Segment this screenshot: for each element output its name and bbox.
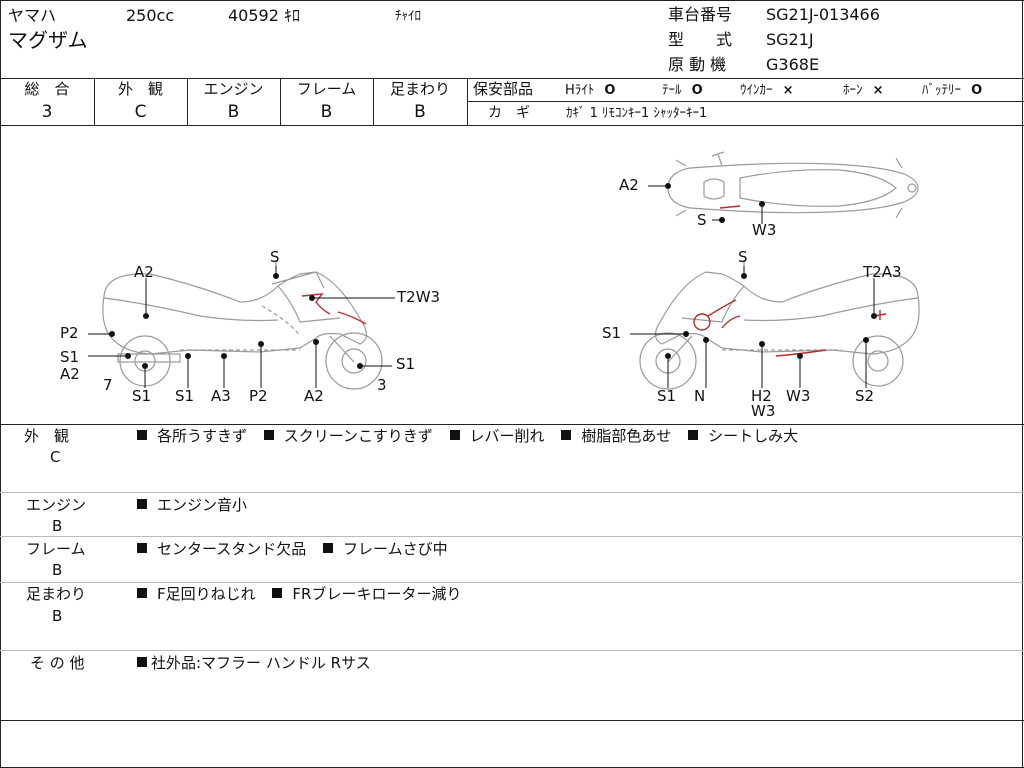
label-7: 7 <box>103 376 113 394</box>
label-a2: A2 <box>134 263 154 281</box>
keys-label: カ ギ <box>488 105 530 121</box>
damage-mark-red <box>301 293 367 325</box>
grade-suspension-label: 足まわり <box>389 80 450 98</box>
grade-exterior-value: C <box>134 102 147 122</box>
safety-item-label: ﾃｰﾙ <box>662 83 682 98</box>
remark-items-exterior: 各所うすきず スクリーンこすりきず レバー削れ 樹脂部色あせ シートしみ大 <box>137 429 810 444</box>
label-p2: P2 <box>249 387 268 405</box>
safety-item-label: ﾊﾞｯﾃﾘｰ <box>922 83 961 98</box>
label-t2w3: T2W3 <box>397 288 441 306</box>
label-s1: S1 <box>396 355 416 373</box>
label-p2: P2 <box>60 324 79 342</box>
remark-item: センタースタンド欠品 <box>137 540 306 558</box>
grade-total-label: 総 合 <box>24 80 70 98</box>
remark-item: スクリーンこすりきず <box>263 427 433 445</box>
damage-diagram <box>88 151 920 390</box>
safety-item-mark: O <box>971 83 983 98</box>
label-s1: S1 <box>60 348 80 366</box>
maker: ヤマハ <box>8 6 57 25</box>
remark-grade-exterior: C <box>50 448 61 466</box>
damage-mark-red <box>719 205 741 209</box>
safety-item-tail: ﾃｰﾙ O <box>662 84 703 97</box>
safety-item-mark: O <box>604 83 616 98</box>
displacement: 250cc <box>126 6 175 25</box>
safety-item-headlight: Hﾗｲﾄ O <box>565 84 615 97</box>
remark-item: 樹脂部色あせ <box>561 427 671 445</box>
label-s1: S1 <box>657 387 677 405</box>
model-code: SG21J <box>766 30 814 49</box>
remark-item: フレームさび中 <box>323 540 448 558</box>
safety-item-label: ﾎｰﾝ <box>843 83 863 98</box>
label-h2: H2 <box>751 387 772 405</box>
grade-engine-value: B <box>227 102 240 122</box>
remark-grade-engine: B <box>52 517 63 535</box>
remark-label-frame: フレーム <box>26 540 86 558</box>
label-s: S <box>738 248 748 266</box>
label-3: 3 <box>377 376 387 394</box>
color: ﾁｬｲﾛ <box>395 9 421 24</box>
scooter-top-view-icon <box>667 151 919 219</box>
label-w3: W3 <box>786 387 811 405</box>
safety-item-label: ｳｲﾝｶｰ <box>740 83 773 98</box>
safety-item-winker: ｳｲﾝｶｰ × <box>740 84 794 97</box>
label-s1: S1 <box>602 324 622 342</box>
remark-label-engine: エンジン <box>26 496 87 514</box>
remark-item: 社外品:マフラー ハンドル Rサス <box>137 654 371 672</box>
damage-mark-red <box>693 299 887 357</box>
remark-items-suspension: F足回りねじれ FRブレーキローター減り <box>137 587 473 602</box>
remark-item: 各所うすきず <box>137 427 247 445</box>
remark-label-exterior: 外 観 <box>24 427 70 445</box>
grade-frame-label: フレーム <box>296 80 357 98</box>
safety-label: 保安部品 <box>473 80 534 98</box>
safety-item-battery: ﾊﾞｯﾃﾘｰ O <box>922 84 982 97</box>
remark-items-frame: センタースタンド欠品 フレームさび中 <box>137 542 460 557</box>
frame-number-label: 車台番号 <box>668 5 733 24</box>
label-s1: S1 <box>132 387 152 405</box>
engine-type-label: 原 動 機 <box>668 55 727 74</box>
label-s: S <box>697 211 707 229</box>
remark-label-suspension: 足まわり <box>26 585 87 603</box>
label-s2: S2 <box>855 387 875 405</box>
label-s: S <box>270 248 280 266</box>
leader-lines-left <box>88 183 877 388</box>
safety-item-mark: O <box>691 83 703 98</box>
frame-number: SG21J-013466 <box>766 5 880 24</box>
label-w3: W3 <box>751 402 776 420</box>
remark-items-engine: エンジン音小 <box>137 498 259 513</box>
remark-item: エンジン音小 <box>137 496 247 514</box>
remark-items-other: 社外品:マフラー ハンドル Rサス <box>137 656 383 671</box>
keys-value: ｶｷﾞ 1 ﾘﾓｺﾝｷｰ1 ｼｬｯﾀｰｷｰ1 <box>566 106 708 121</box>
safety-item-horn: ﾎｰﾝ × <box>843 84 884 97</box>
grade-suspension-value: B <box>414 102 426 122</box>
label-a3: A3 <box>211 387 231 405</box>
safety-item-mark: × <box>782 83 794 98</box>
grade-total-value: 3 <box>41 102 53 122</box>
remark-item: レバー削れ <box>449 427 545 445</box>
grade-exterior-label: 外 観 <box>117 80 163 98</box>
label-a2: A2 <box>619 176 639 194</box>
engine-type: G368E <box>766 55 820 74</box>
label-w3: W3 <box>752 221 777 239</box>
label-a2: A2 <box>304 387 324 405</box>
remark-grade-suspension: B <box>52 607 63 625</box>
safety-item-mark: × <box>872 83 884 98</box>
grade-frame-value: B <box>320 102 333 122</box>
remark-item: シートしみ大 <box>688 427 798 445</box>
label-t2a3: T2A3 <box>863 263 902 281</box>
remark-item: F足回りねじれ <box>137 585 256 603</box>
model-code-label: 型 式 <box>668 30 733 49</box>
grade-engine-label: エンジン <box>203 80 264 98</box>
label-a2: A2 <box>60 365 80 383</box>
safety-item-label: Hﾗｲﾄ <box>565 83 595 98</box>
mileage: 40592 ｷﾛ <box>228 6 300 25</box>
model-name: マグザム <box>8 28 88 52</box>
remark-item: FRブレーキローター減り <box>272 585 461 603</box>
remark-label-other: そ の 他 <box>30 654 85 672</box>
label-s1: S1 <box>175 387 195 405</box>
label-n: N <box>694 387 706 405</box>
remark-grade-frame: B <box>52 561 63 579</box>
